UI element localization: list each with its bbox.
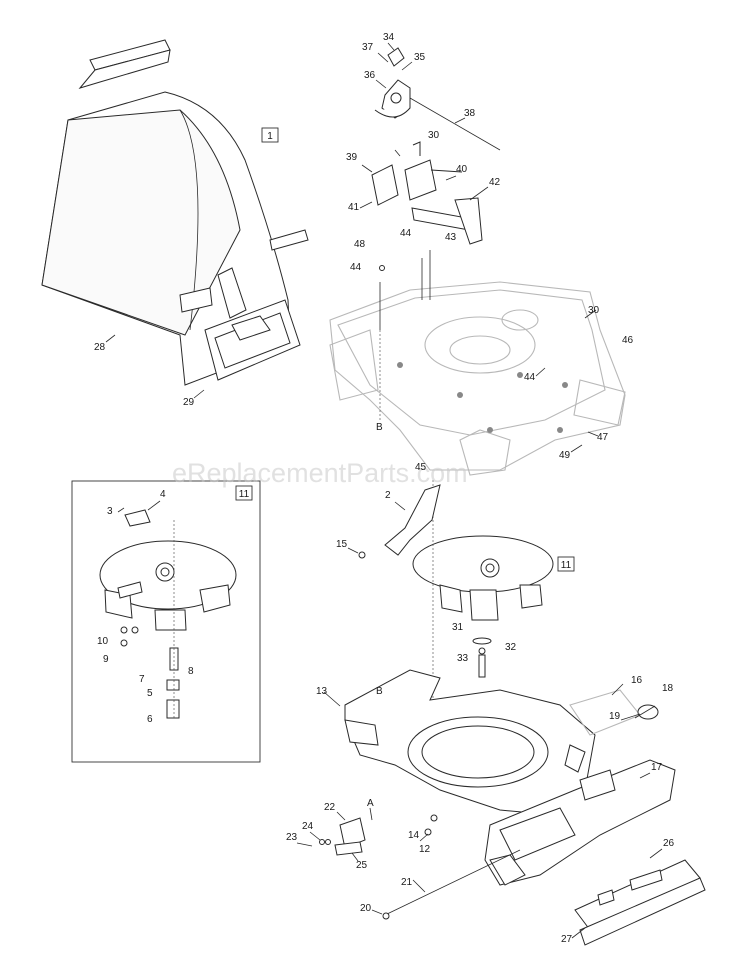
callout-22: 22 [324, 802, 336, 813]
callout-37: 37 [362, 42, 374, 53]
callout-labels: 34 37 35 36 38 30 39 40 42 41 48 44 43 4… [94, 32, 675, 945]
lower-housing [344, 669, 596, 816]
brush-bar [574, 859, 706, 946]
callout-19: 19 [609, 711, 621, 722]
callout-25: 25 [356, 860, 368, 871]
callout-5: 5 [147, 688, 153, 699]
reference-box-11b [557, 556, 575, 572]
callout-13: 13 [316, 686, 328, 697]
callout-27: 27 [561, 934, 573, 945]
callout-7: 7 [139, 674, 145, 685]
callout-29: 29 [183, 397, 195, 408]
callout-21: 21 [401, 877, 413, 888]
callout-9: 9 [103, 654, 109, 665]
impeller-inset-box [71, 480, 261, 763]
callout-40: 40 [456, 164, 468, 175]
callout-35: 35 [414, 52, 426, 63]
reference-box-1 [261, 127, 279, 143]
callout-47: 47 [597, 432, 609, 443]
callout-42: 42 [489, 177, 501, 188]
callout-14: 14 [408, 830, 420, 841]
impeller-assembly-right [412, 480, 554, 640]
callout-3: 3 [107, 506, 113, 517]
callout-46: 46 [622, 335, 634, 346]
callout-30b: 30 [588, 305, 600, 316]
callout-26: 26 [663, 838, 675, 849]
decal-knob [637, 704, 659, 720]
callout-44b: 44 [350, 262, 362, 273]
callout-31: 31 [452, 622, 464, 633]
callout-34: 34 [383, 32, 395, 43]
callout-10: 10 [97, 636, 109, 647]
callout-39: 39 [346, 152, 358, 163]
reference-box-11b-label: 11 [561, 560, 572, 571]
callout-32: 32 [505, 642, 517, 653]
height-lever-assembly [371, 47, 501, 420]
callout-48: 48 [354, 239, 366, 250]
callout-leaders [105, 42, 663, 939]
watermark: eReplacementParts.com [172, 458, 468, 488]
callout-44a: 44 [400, 228, 412, 239]
callout-45: 45 [415, 462, 427, 473]
reference-box-1-label: 1 [267, 131, 273, 142]
callout-38: 38 [464, 108, 476, 119]
drive-rod [384, 849, 521, 916]
callout-30a: 30 [428, 130, 440, 141]
reference-box-11a [235, 485, 253, 501]
front-nozzle [484, 759, 676, 886]
ref-letter-b-lower: B [376, 686, 383, 697]
ref-letter-a: A [367, 798, 374, 809]
callout-16: 16 [631, 675, 643, 686]
collection-bag-assembly [41, 39, 309, 386]
callout-6: 6 [147, 714, 153, 725]
callout-20: 20 [360, 903, 372, 914]
callout-2: 2 [385, 490, 391, 501]
callout-24: 24 [302, 821, 314, 832]
spindle-hardware [432, 637, 492, 700]
adjuster-arm [384, 484, 441, 556]
callout-18: 18 [662, 683, 674, 694]
callout-33: 33 [457, 653, 469, 664]
callout-17: 17 [651, 762, 663, 773]
callout-36: 36 [364, 70, 376, 81]
callout-15: 15 [336, 539, 348, 550]
callout-49: 49 [559, 450, 571, 461]
reference-box-11a-label: 11 [239, 489, 250, 500]
callout-12: 12 [419, 844, 431, 855]
callout-4: 4 [160, 489, 166, 500]
deck-housing-outline [329, 281, 626, 476]
callout-41: 41 [348, 202, 360, 213]
callout-28: 28 [94, 342, 106, 353]
callout-8: 8 [188, 666, 194, 677]
pivot-bracket [319, 814, 438, 920]
impeller-assembly-inset [99, 509, 237, 720]
callout-23: 23 [286, 832, 298, 843]
callout-44c: 44 [524, 372, 536, 383]
callout-43: 43 [445, 232, 457, 243]
ref-letter-b-upper: B [376, 422, 383, 433]
